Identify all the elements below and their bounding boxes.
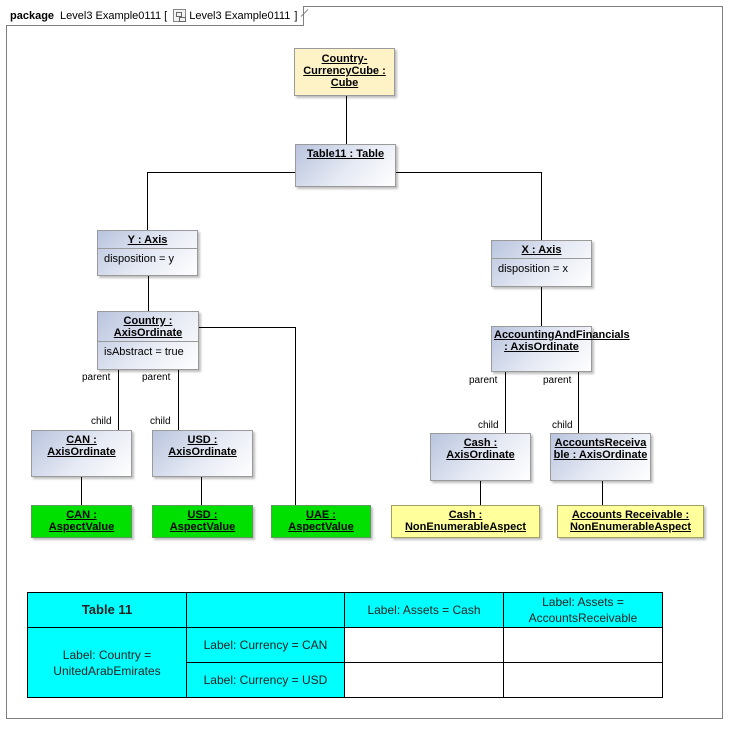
edge-table-x — [396, 172, 542, 240]
x-axis-title: X : Axis — [521, 244, 562, 256]
usd-aspect-value-node[interactable]: USD : AspectValue — [152, 505, 253, 538]
edge-label-child: child — [150, 416, 171, 427]
cube-node[interactable]: Country-CurrencyCube : Cube — [294, 48, 395, 96]
edge-label-child: child — [478, 420, 499, 431]
country-ordinate-isabstract: isAbstract = true — [98, 341, 198, 363]
uae-aspect-value-node[interactable]: UAE : AspectValue — [271, 505, 371, 538]
usd-ordinate-title: USD : AxisOrdinate — [168, 434, 237, 458]
uae-aspect-value-title: UAE : AspectValue — [288, 509, 354, 533]
can-aspect-value-node[interactable]: CAN : AspectValue — [31, 505, 132, 538]
usd-ordinate-node[interactable]: USD : AxisOrdinate — [152, 430, 253, 477]
y-axis-title: Y : Axis — [127, 234, 168, 246]
table11-title: Table11 : Table — [306, 148, 385, 160]
diagram-icon — [173, 9, 187, 22]
cash-non-enumerable-aspect-node[interactable]: Cash : NonEnumerableAspect — [391, 505, 540, 538]
can-ordinate-node[interactable]: CAN : AxisOrdinate — [31, 430, 132, 477]
cell-usd-cash — [344, 662, 504, 698]
usd-aspect-value-title: USD : AspectValue — [169, 509, 236, 533]
ar-non-enumerable-aspect-title: Accounts Receivable : NonEnumerableAspec… — [569, 509, 692, 533]
accounting-financials-title: AccountingAndFinancials : AxisOrdinate — [494, 329, 630, 353]
accounting-financials-node[interactable]: AccountingAndFinancials : AxisOrdinate — [491, 326, 630, 372]
y-axis-node[interactable]: Y : Axis disposition = y — [97, 230, 198, 276]
edge-table-y — [147, 172, 295, 230]
country-ordinate-title: Country : AxisOrdinate — [113, 315, 183, 339]
row-header-usd: Label: Currency = USD — [186, 662, 345, 698]
edge-label-parent: parent — [142, 372, 171, 383]
cash-ordinate-title: Cash : AxisOrdinate — [446, 437, 515, 461]
edge-label-child: child — [552, 420, 573, 431]
column-header-cash: Label: Assets = Cash — [344, 592, 504, 628]
table-title: Table 11 — [81, 602, 133, 617]
cube-title: Country-CurrencyCube : Cube — [303, 53, 386, 89]
edge-label-parent: parent — [469, 375, 498, 386]
ar-non-enumerable-aspect-node[interactable]: Accounts Receivable : NonEnumerableAspec… — [557, 505, 704, 538]
x-axis-node[interactable]: X : Axis disposition = x — [491, 240, 592, 287]
edge-label-parent: parent — [543, 375, 572, 386]
y-axis-disposition: disposition = y — [98, 248, 197, 270]
bracket-open: [ — [164, 9, 168, 22]
package-keyword: package — [10, 9, 55, 22]
edge-label-parent: parent — [82, 372, 111, 383]
accounts-receivable-ordinate-node[interactable]: AccountsReceivable : AxisOrdinate — [550, 433, 651, 481]
diagram-header-tab: package Level3 Example0111 [ Level3 Exam… — [6, 6, 305, 26]
table-title-cell: Table 11 — [27, 592, 187, 628]
table-corner-cell — [186, 592, 345, 628]
accounts-receivable-ordinate-title: AccountsReceivable : AxisOrdinate — [553, 437, 648, 461]
can-aspect-value-title: CAN : AspectValue — [48, 509, 115, 533]
table-11: Table 11 Label: Assets = Cash Label: Ass… — [27, 592, 663, 698]
can-ordinate-title: CAN : AxisOrdinate — [47, 434, 116, 458]
cash-non-enumerable-aspect-title: Cash : NonEnumerableAspect — [404, 509, 527, 533]
column-header-accounts-receivable: Label: Assets = AccountsReceivable — [503, 592, 663, 628]
row-header-can: Label: Currency = CAN — [186, 627, 345, 663]
diagram-name: Level3 Example0111 — [189, 9, 291, 22]
bracket-close: ] — [294, 9, 298, 22]
diagram-frame — [6, 6, 723, 719]
edge-country-uae — [199, 327, 296, 505]
cell-can-cash — [344, 627, 504, 663]
country-ordinate-node[interactable]: Country : AxisOrdinate isAbstract = true — [97, 311, 199, 370]
cell-usd-accounts-receivable — [503, 662, 663, 698]
cash-ordinate-node[interactable]: Cash : AxisOrdinate — [430, 433, 531, 481]
x-axis-disposition: disposition = x — [492, 258, 591, 280]
edge-label-child: child — [91, 416, 112, 427]
cell-can-accounts-receivable — [503, 627, 663, 663]
row-header-country: Label: Country = UnitedArabEmirates — [27, 627, 187, 698]
table11-node[interactable]: Table11 : Table — [295, 144, 396, 187]
package-name: Level3 Example0111 — [60, 9, 162, 22]
